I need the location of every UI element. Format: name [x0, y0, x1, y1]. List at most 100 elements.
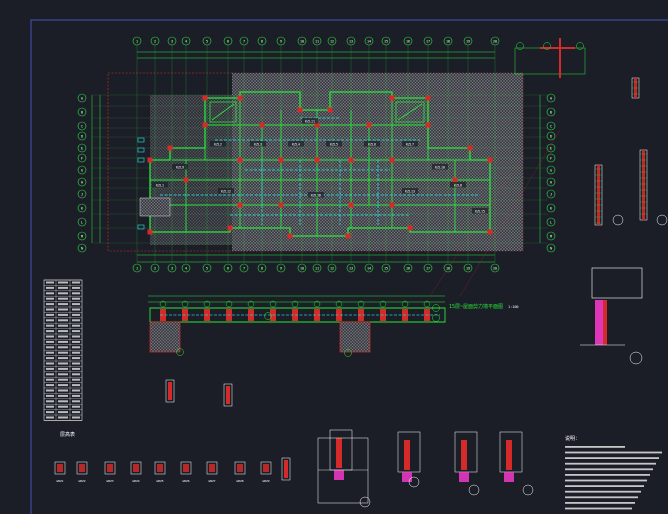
gbz-rebar — [237, 464, 243, 472]
section-mark — [522, 484, 534, 496]
axis-bubble — [276, 263, 286, 273]
marker — [137, 137, 145, 143]
axis-bubble — [202, 263, 212, 273]
table-cell-text — [58, 416, 68, 419]
detail-box — [317, 437, 369, 504]
column — [425, 122, 431, 128]
table-cell-text — [46, 286, 54, 289]
room-tag-bg — [472, 208, 488, 214]
mini-section-rebar — [168, 382, 172, 400]
strip-bubble — [357, 300, 365, 308]
column — [278, 202, 284, 208]
note-line — [565, 457, 659, 459]
gbz-label: GBZ5 — [156, 479, 163, 483]
room-tag-bg — [172, 164, 188, 170]
gbz-label: GBZ3 — [106, 479, 113, 483]
table-cell-text — [46, 281, 54, 284]
axis-tag: D — [550, 134, 552, 138]
axis-tag: 2 — [154, 39, 156, 43]
axis-tag: M — [550, 234, 552, 238]
table-cell-text — [72, 319, 80, 322]
strip-core-right — [339, 321, 371, 353]
axis-tag: L — [550, 220, 552, 224]
axis-tag: C — [550, 124, 552, 128]
axis-tag: 6 — [227, 266, 229, 270]
axis-tag: 18 — [446, 266, 450, 270]
table-cell-text — [46, 297, 54, 300]
axis-tag: 20 — [493, 39, 497, 43]
column — [389, 157, 395, 163]
stair-right — [395, 101, 425, 123]
table-cell-text — [58, 411, 68, 414]
axis-bubble — [167, 263, 177, 273]
table-cell-text — [58, 389, 68, 392]
table-cell-text — [72, 389, 80, 392]
lower-section-rebar — [461, 440, 467, 470]
axis-tag: 10 — [300, 39, 304, 43]
table-cell-text — [58, 281, 68, 284]
axis-tag: 18 — [446, 39, 450, 43]
strip-bubble — [176, 348, 184, 356]
table-cell-text — [46, 373, 54, 376]
room-tag-bg — [210, 141, 226, 147]
axis-bubble — [132, 263, 142, 273]
mini-section-rebar — [226, 386, 230, 404]
room-tag: KZL7 — [406, 143, 414, 147]
axis-bubble — [223, 36, 233, 46]
axis-bubble — [546, 203, 556, 213]
table-cell-text — [72, 330, 80, 333]
axis-tag: 7 — [243, 266, 245, 270]
axis-tag: 3 — [171, 39, 173, 43]
table-cell-text — [46, 357, 54, 360]
axis-bubble — [132, 36, 142, 46]
gbz-label: GBZ8 — [236, 479, 243, 483]
table-cell-text — [46, 384, 54, 387]
axis-bubble — [463, 36, 473, 46]
axis-tag: 5 — [206, 266, 208, 270]
axis-tag: 2 — [154, 266, 156, 270]
key-plan — [514, 47, 586, 75]
axis-bubble — [239, 263, 249, 273]
axis-tag: 20 — [493, 266, 497, 270]
gbz-rebar — [79, 464, 85, 472]
table-cell-text — [58, 330, 68, 333]
table-cell-text — [72, 281, 80, 284]
note-line — [565, 446, 625, 448]
table-cell-text — [72, 340, 80, 343]
lower-section-base — [334, 470, 344, 480]
axis-tag: 12 — [330, 266, 334, 270]
axis-tag: G — [81, 168, 83, 172]
stair-left — [209, 101, 237, 123]
gbz-rebar — [57, 464, 63, 472]
axis-tag: F — [81, 156, 83, 160]
axis-bubble — [546, 143, 556, 153]
axis-bubble — [443, 263, 453, 273]
column — [366, 122, 372, 128]
table-title: 层高表 — [60, 431, 75, 438]
elevator-note — [139, 197, 171, 217]
table-cell-text — [72, 335, 80, 338]
column — [167, 145, 173, 151]
axis-tag: 1 — [136, 39, 138, 43]
section-3-outline — [591, 267, 643, 299]
axis-tag: 11 — [315, 266, 319, 270]
gbz-label: GBZ7 — [208, 479, 215, 483]
mini-section — [223, 383, 233, 407]
axis-tag: 13 — [349, 39, 353, 43]
axis-bubble — [77, 131, 87, 141]
axis-tag: B — [550, 110, 552, 114]
column — [487, 157, 493, 163]
strip-bubble — [423, 300, 431, 308]
table-cell-text — [72, 308, 80, 311]
axis-bubble — [77, 177, 87, 187]
axis-tag: 3 — [171, 266, 173, 270]
room-tag: KZL4 — [292, 143, 300, 147]
note-line — [565, 479, 647, 482]
strip-bubble — [269, 300, 277, 308]
table-cell-text — [46, 416, 54, 419]
axis-tag: M — [81, 234, 83, 238]
table-cell-text — [58, 313, 68, 316]
section-mark — [468, 484, 480, 496]
